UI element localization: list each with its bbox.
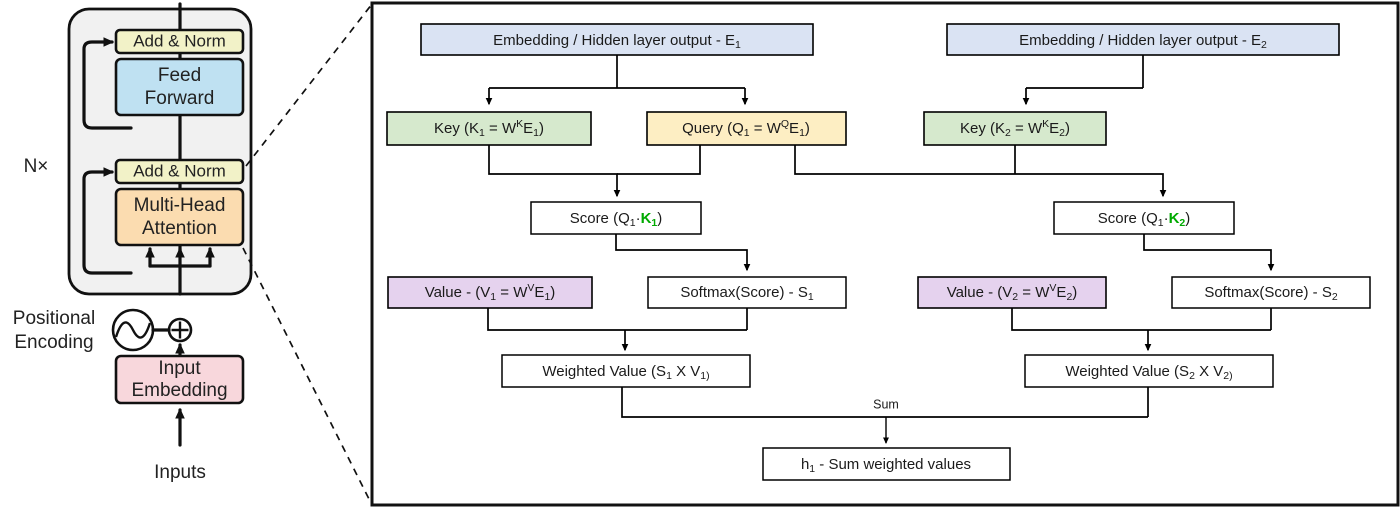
dashed-line-upper bbox=[245, 3, 373, 167]
box-score-1[interactable] bbox=[530, 201, 702, 235]
box-multi-head-attention[interactable] bbox=[114, 187, 245, 247]
box-feed-forward[interactable] bbox=[114, 57, 245, 117]
label-score-1: Score (Q1·K1) bbox=[570, 210, 663, 229]
label-embedding-e2: Embedding / Hidden layer output - E2 bbox=[1019, 32, 1267, 51]
label-key-k1: Key (K1 = WKE1) bbox=[434, 118, 544, 139]
label-query-q1: Query (Q1 = WQE1) bbox=[682, 118, 810, 139]
left-transformer-diagram: Add & Norm Feed Forward Add & Norm Multi… bbox=[13, 2, 253, 483]
box-add-norm-top[interactable] bbox=[114, 28, 245, 55]
label-add-norm-top: Add & Norm bbox=[133, 31, 226, 50]
edge-q1-to-score2 bbox=[794, 145, 1167, 198]
sine-wave-icon bbox=[114, 321, 152, 339]
box-softmax-s2[interactable] bbox=[1171, 276, 1371, 309]
box-weighted-value-2[interactable] bbox=[1024, 354, 1274, 388]
right-attention-panel: Embedding / Hidden layer output - E1 Emb… bbox=[370, 1, 1400, 507]
label-feed-forward-1: Feed bbox=[158, 65, 201, 86]
repeat-count-label: N× bbox=[24, 156, 49, 177]
positional-encoding-label-1: Positional bbox=[13, 308, 95, 329]
edge-q1-to-score1 bbox=[617, 145, 701, 175]
positional-encoding-label-2: Encoding bbox=[14, 332, 93, 353]
label-value-v1: Value - (V1 = WVE1) bbox=[425, 282, 556, 303]
box-add-norm-bottom[interactable] bbox=[114, 158, 245, 185]
label-weighted-value-2: Weighted Value (S2 X V2) bbox=[1065, 363, 1232, 382]
plus-icon bbox=[171, 321, 189, 339]
box-softmax-s1[interactable] bbox=[647, 276, 847, 309]
residual-connection-top bbox=[82, 37, 133, 130]
attention-panel-frame bbox=[370, 1, 1400, 507]
label-score-2: Score (Q1·K2) bbox=[1098, 210, 1191, 229]
box-output-h1[interactable] bbox=[762, 447, 1011, 481]
label-key-k2: Key (K2 = WKE2) bbox=[960, 118, 1070, 139]
edge-e1-to-k1 bbox=[489, 55, 745, 104]
residual-connection-bottom bbox=[82, 167, 133, 275]
box-value-v1[interactable] bbox=[387, 276, 593, 309]
label-add-norm-bottom: Add & Norm bbox=[133, 161, 226, 180]
label-output-h1: h1 - Sum weighted values bbox=[801, 456, 971, 475]
label-feed-forward-2: Forward bbox=[145, 88, 215, 109]
label-softmax-s1: Softmax(Score) - S1 bbox=[680, 284, 814, 303]
label-softmax-s2: Softmax(Score) - S2 bbox=[1204, 284, 1338, 303]
box-key-k2[interactable] bbox=[923, 111, 1107, 146]
edge-sum-join bbox=[621, 387, 1149, 418]
box-embedding-e2[interactable] bbox=[946, 23, 1340, 56]
dashed-line-lower bbox=[242, 247, 372, 504]
edge-score2-to-softmax2 bbox=[1143, 234, 1275, 272]
edge-e2-to-k2 bbox=[1026, 55, 1144, 104]
edge-to-weighted-value-1 bbox=[487, 308, 748, 350]
label-input-embedding-2: Embedding bbox=[131, 380, 227, 401]
inputs-label: Inputs bbox=[154, 462, 206, 483]
box-score-2[interactable] bbox=[1053, 201, 1235, 235]
edge-to-weighted-value-2 bbox=[1011, 308, 1272, 350]
label-value-v2: Value - (V2 = WVE2) bbox=[947, 282, 1078, 303]
zoom-connector-lines bbox=[242, 3, 373, 504]
edge-score1-to-softmax1 bbox=[615, 234, 751, 272]
label-multi-head-2: Attention bbox=[142, 218, 217, 239]
box-embedding-e1[interactable] bbox=[420, 23, 814, 56]
label-embedding-e1: Embedding / Hidden layer output - E1 bbox=[493, 32, 741, 51]
box-weighted-value-1[interactable] bbox=[501, 354, 751, 388]
label-input-embedding-1: Input bbox=[158, 358, 201, 379]
box-query-q1[interactable] bbox=[646, 111, 847, 146]
sum-label: Sum bbox=[873, 397, 899, 411]
box-key-k1[interactable] bbox=[386, 111, 592, 146]
box-input-embedding[interactable] bbox=[114, 354, 245, 405]
edge-k1-to-score1 bbox=[488, 145, 621, 198]
label-multi-head-1: Multi-Head bbox=[134, 195, 226, 216]
label-weighted-value-1: Weighted Value (S1 X V1) bbox=[542, 363, 709, 382]
